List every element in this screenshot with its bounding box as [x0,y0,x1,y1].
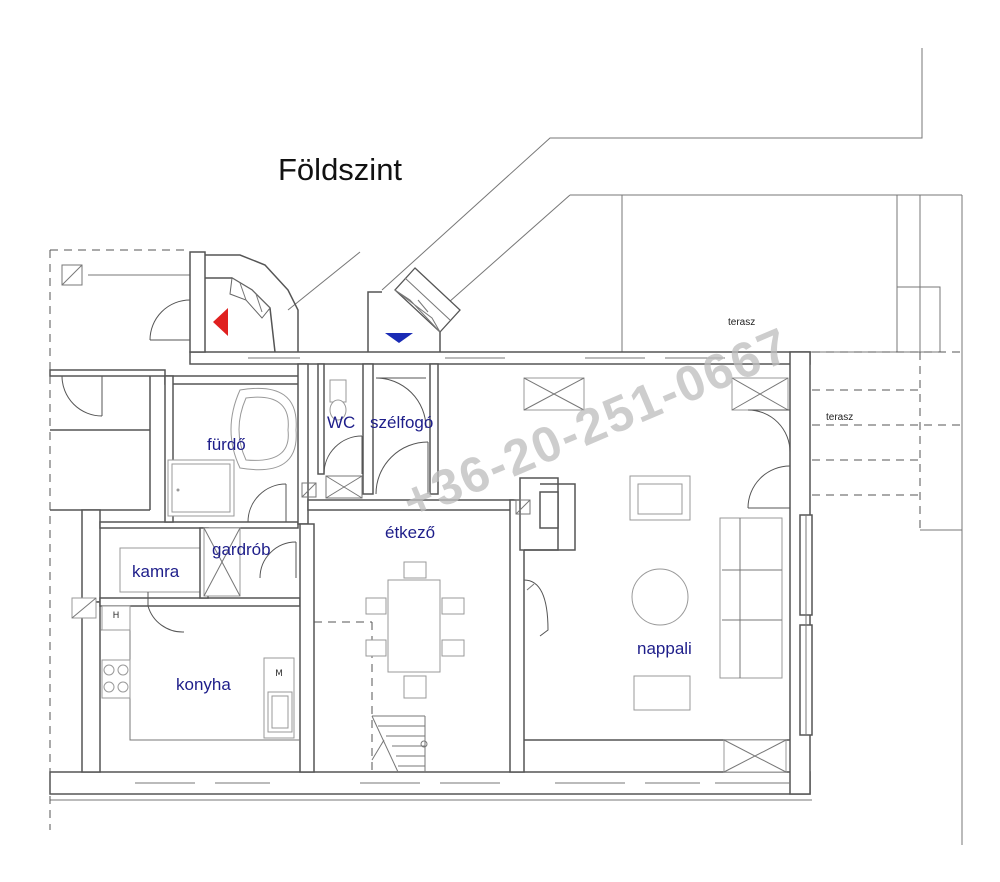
side-entrance-vestibule [149,251,299,353]
room-label-szelfogo: szélfogó [370,413,433,432]
etkezo-walls: étkező [299,477,576,773]
bathroom: fürdő [167,387,297,523]
exterior-walls [49,351,813,795]
room-label-gardrob: gardrób [212,540,271,559]
main-entrance-porch [367,267,461,352]
living-room: nappali [523,377,791,773]
fridge-mark: H [113,611,120,621]
site-lines [49,48,963,845]
microwave-mark: M [275,669,283,679]
room-label-wc: WC [327,413,355,432]
room-label-etkezo: étkező [385,523,435,542]
room-label-konyha: konyha [176,675,231,694]
room-label-furdo: fürdő [207,435,246,454]
room-label-kamra: kamra [132,562,180,581]
side-entrance-marker-icon [213,308,228,336]
room-label-terasz-right: terasz [826,412,853,423]
phone-watermark: +36-20-251-0667 [394,316,798,530]
room-label-nappali: nappali [637,639,692,658]
wc: WC [301,363,374,499]
szelfogo: szélfogó [370,363,439,495]
staircase [371,715,428,773]
dining-table [365,561,465,699]
terasz-right-area: terasz [812,351,962,531]
floor-title: Földszint [278,152,402,187]
kitchen: H M konyha [71,597,300,741]
kamra-gardrob: kamra gardrób [119,527,297,633]
room-label-terasz-upper: terasz [728,317,755,328]
main-entrance-marker-icon [385,333,413,343]
